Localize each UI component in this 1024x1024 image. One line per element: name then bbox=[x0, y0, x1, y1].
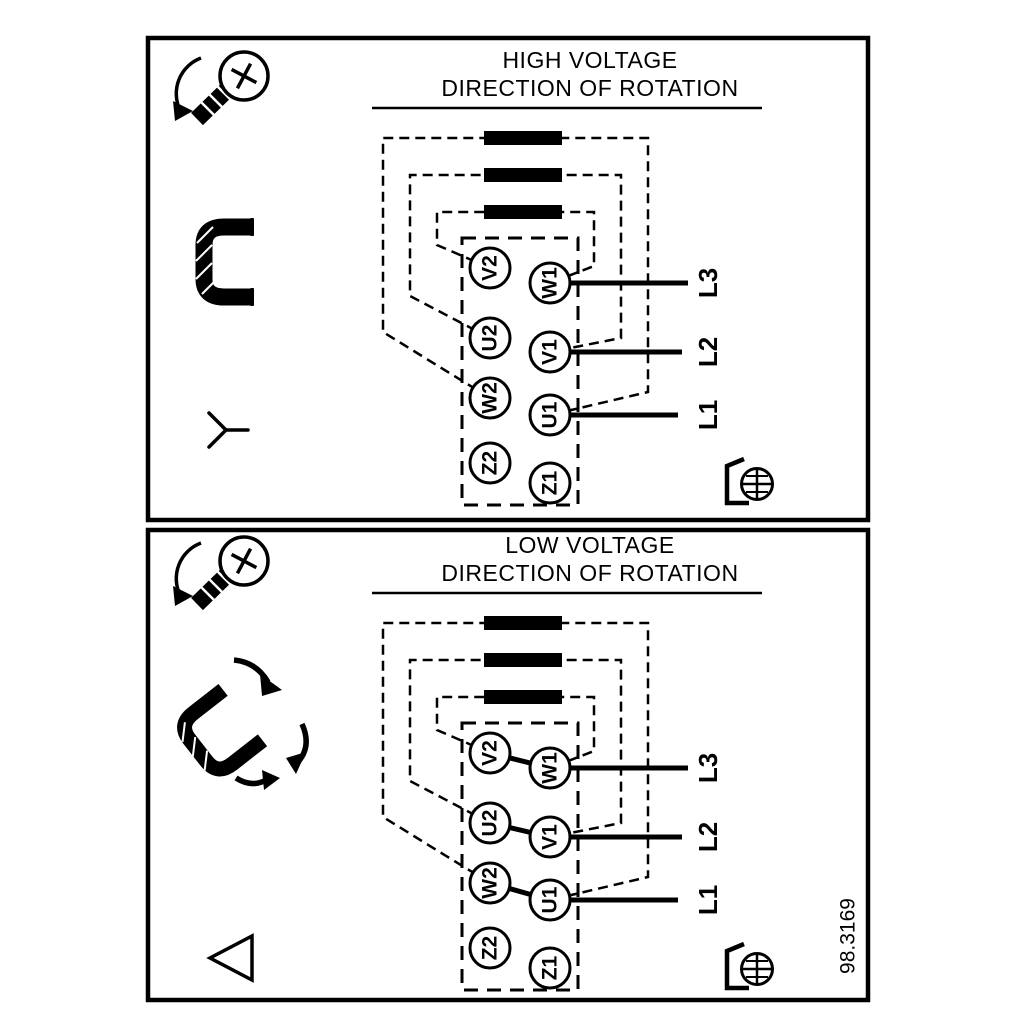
terminal-U1: U1 bbox=[528, 393, 572, 437]
terminal-label: U2 bbox=[479, 325, 502, 352]
screw-thread bbox=[216, 85, 232, 101]
terminal-U2: U2 bbox=[468, 316, 512, 360]
terminal-label: Z1 bbox=[539, 470, 562, 495]
terminal-panel-low-voltage bbox=[173, 537, 773, 990]
terminal-panel: L3 L2 L1 V2 U2 W2 Z2 W1 V1 bbox=[173, 50, 774, 507]
lv-title: LOW VOLTAGE bbox=[505, 532, 675, 558]
winding-loop-inner bbox=[435, 210, 596, 285]
ground-screw-icon bbox=[724, 456, 774, 506]
winding-loops bbox=[381, 136, 650, 417]
delta-connection-icon bbox=[206, 933, 254, 983]
figure-number: 98.3169 bbox=[837, 898, 860, 974]
supply-label-L3: L3 bbox=[693, 268, 723, 298]
hv-subtitle: DIRECTION OF ROTATION bbox=[441, 75, 738, 101]
terminal-V1: V1 bbox=[528, 330, 572, 374]
terminal-V2: V2 bbox=[468, 246, 512, 290]
terminal-W2: W2 bbox=[468, 376, 512, 420]
terminal-label: V2 bbox=[479, 255, 502, 281]
terminal-Z1: Z1 bbox=[528, 461, 572, 505]
rotation-arrowhead bbox=[173, 101, 193, 121]
winding-loop-middle bbox=[408, 173, 623, 354]
supply-label-L1: L1 bbox=[693, 400, 723, 430]
screw-thread bbox=[208, 93, 224, 109]
border-low-voltage-panel bbox=[145, 527, 871, 1003]
rotation-arrow bbox=[174, 56, 202, 111]
winding-loop-outer bbox=[381, 136, 650, 417]
terminal-label: Z2 bbox=[479, 451, 502, 476]
move-arrow bbox=[234, 775, 268, 787]
terminal-Z2: Z2 bbox=[468, 441, 512, 485]
supply-label-L2: L2 bbox=[693, 337, 723, 367]
move-arrowhead bbox=[262, 770, 280, 790]
link-repositioning-icon bbox=[177, 657, 309, 790]
star-connection-icon bbox=[207, 411, 250, 449]
lv-subtitle: DIRECTION OF ROTATION bbox=[441, 560, 738, 586]
link-bar bbox=[484, 131, 562, 145]
terminal-link-icon bbox=[195, 218, 254, 306]
screw-thread bbox=[200, 101, 216, 117]
border-high-voltage-panel bbox=[145, 35, 871, 523]
move-arrowhead bbox=[286, 752, 306, 774]
terminal-label: W1 bbox=[539, 267, 562, 299]
move-arrowhead bbox=[260, 674, 282, 696]
terminal-W1: W1 bbox=[528, 261, 572, 305]
screw-with-rotation-arrow-icon bbox=[173, 50, 270, 126]
hv-title: HIGH VOLTAGE bbox=[502, 47, 677, 73]
ground-clamp bbox=[724, 456, 749, 506]
terminal-label: W2 bbox=[479, 382, 502, 414]
phillips-cross-icon bbox=[230, 62, 258, 90]
terminal-label: V1 bbox=[539, 339, 562, 365]
terminal-board bbox=[460, 236, 580, 507]
terminal-label: U1 bbox=[539, 401, 562, 428]
